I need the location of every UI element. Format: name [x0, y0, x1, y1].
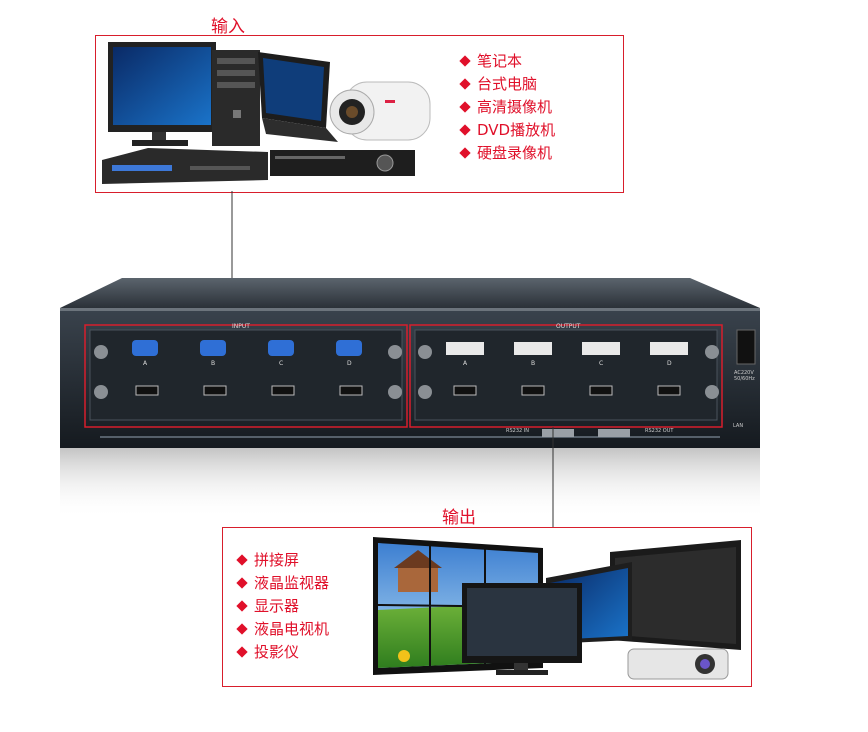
- monitor-device: [108, 42, 216, 146]
- diamond-bullet-icon: [236, 576, 248, 589]
- dvd-player-device: [102, 148, 268, 184]
- rs232-out-label: RS232 OUT: [645, 428, 674, 434]
- list-item: 笔记本: [459, 50, 555, 73]
- input-port-label: A: [143, 360, 148, 367]
- output-displays-box: [222, 527, 752, 687]
- list-item: 液晶监视器: [236, 572, 329, 595]
- pc-monitor-display: [462, 583, 582, 675]
- output-device-list: 拼接屏 液晶监视器 显示器 液晶电视机 投影仪: [236, 549, 329, 664]
- diamond-bullet-icon: [459, 77, 471, 90]
- chassis-reflection: [60, 448, 760, 518]
- list-item: 显示器: [236, 595, 329, 618]
- camera-device: [329, 81, 431, 141]
- power-label: AC220V 50/60Hz: [734, 370, 755, 382]
- diamond-bullet-icon: [236, 599, 248, 612]
- list-item: 高清摄像机: [459, 96, 555, 119]
- matrix-switcher-chassis: [60, 278, 760, 448]
- list-item: 拼接屏: [236, 549, 329, 572]
- list-item: 投影仪: [236, 641, 329, 664]
- diamond-bullet-icon: [236, 622, 248, 635]
- diamond-bullet-icon: [459, 123, 471, 136]
- lcd-tv-display: [610, 540, 741, 650]
- projector-display: [627, 648, 729, 680]
- output-port-label: A: [463, 360, 468, 367]
- diamond-bullet-icon: [459, 146, 471, 159]
- input-port-label: C: [279, 360, 284, 367]
- output-port-label: D: [667, 360, 672, 367]
- output-port-label: C: [599, 360, 604, 367]
- list-item: 台式电脑: [459, 73, 555, 96]
- output-title: 输出: [442, 508, 476, 528]
- input-panel-label: INPUT: [232, 323, 250, 330]
- laptop-device: [258, 52, 338, 142]
- output-port-label: B: [531, 360, 536, 367]
- input-port-label: B: [211, 360, 216, 367]
- list-item: DVD播放机: [459, 119, 555, 142]
- input-port-label: D: [347, 360, 352, 367]
- input-device-list: 笔记本 台式电脑 高清摄像机 DVD播放机 硬盘录像机: [459, 50, 555, 165]
- rs232-in-label: RS232 IN: [506, 428, 529, 434]
- input-title: 输入: [211, 17, 245, 37]
- dvr-device: [270, 150, 415, 176]
- diamond-bullet-icon: [459, 100, 471, 113]
- diamond-bullet-icon: [236, 645, 248, 658]
- list-item: 硬盘录像机: [459, 142, 555, 165]
- diamond-bullet-icon: [459, 54, 471, 67]
- output-panel-label: OUTPUT: [556, 323, 581, 330]
- lan-label: LAN: [733, 423, 744, 429]
- list-item: 液晶电视机: [236, 618, 329, 641]
- desktop-tower-device: [212, 50, 260, 146]
- diamond-bullet-icon: [236, 553, 248, 566]
